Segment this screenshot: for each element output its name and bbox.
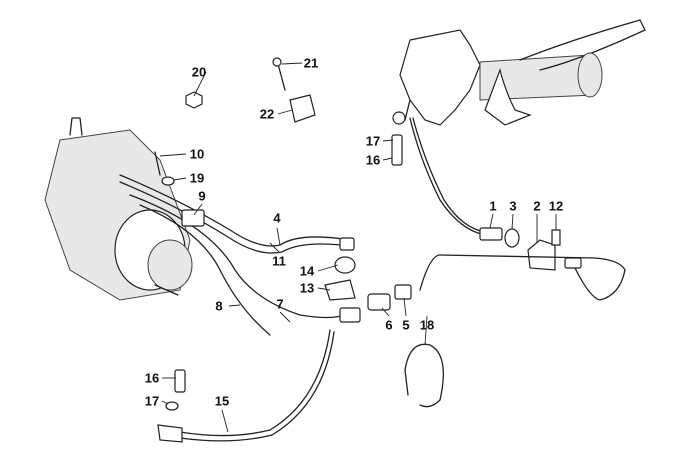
callout-label: 20	[191, 64, 207, 80]
callout-label: 11	[272, 253, 286, 269]
callout-label: 6	[385, 317, 393, 333]
callout-label: 22	[259, 106, 275, 122]
callout-label: 1	[489, 198, 497, 214]
callout-label: 4	[273, 210, 281, 226]
callout-label: 17	[144, 393, 160, 409]
callout-label: 16	[144, 370, 160, 386]
callout-label: 10	[189, 146, 205, 162]
callout-label: 14	[299, 263, 315, 279]
callout-label: 13	[299, 280, 315, 296]
callout-label: 21	[303, 55, 319, 71]
callout-label: 3	[509, 198, 517, 214]
callout-label: 15	[214, 393, 230, 409]
slave-cylinder-body	[44, 117, 193, 301]
callout-label: 19	[189, 170, 205, 186]
callout-label: 5	[402, 317, 410, 333]
callout-label: 17	[365, 133, 381, 149]
callout-label: 7	[276, 296, 284, 312]
callout-label: 8	[215, 298, 223, 314]
callout-label: 2	[533, 198, 541, 214]
fittings-right	[391, 111, 561, 271]
callout-label: 18	[419, 317, 435, 333]
callout-label: 16	[365, 152, 381, 168]
callout-label: 9	[198, 188, 206, 204]
callout-label: 12	[548, 198, 564, 214]
handlebar-master-cylinder	[399, 19, 646, 126]
